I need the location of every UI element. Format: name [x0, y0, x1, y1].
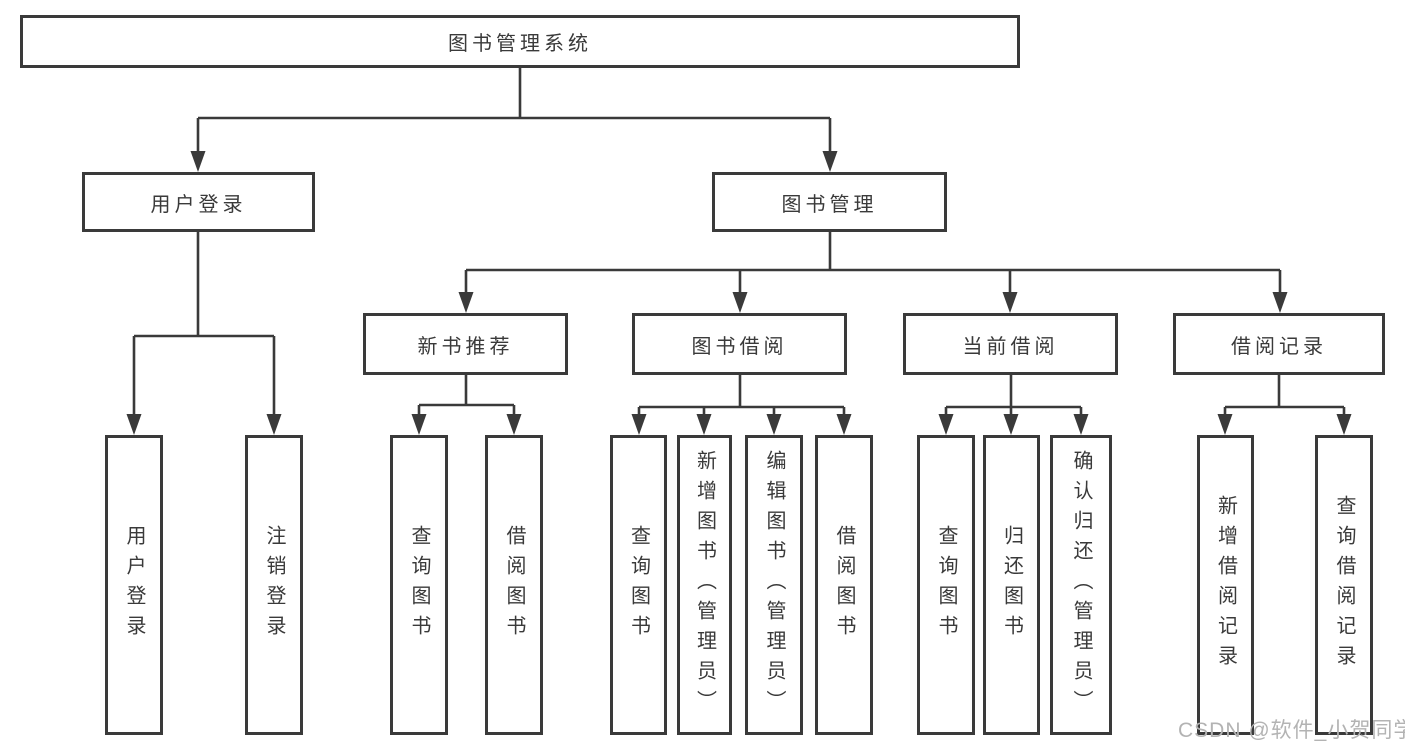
leaf-borrow-books-1: 借阅图书: [485, 435, 543, 735]
leaf-add-borrow-record: 新增借阅记录: [1197, 435, 1254, 735]
leaf-confirm-return-admin: 确认归还（管理员）: [1050, 435, 1112, 735]
leaf-return-books: 归还图书: [983, 435, 1040, 735]
node-current-borrowing: 当前借阅: [903, 313, 1118, 375]
node-borrowing-records: 借阅记录: [1173, 313, 1385, 375]
csdn-watermark: CSDN @软件_小贺同学: [1178, 719, 1405, 742]
leaf-logout: 注销登录: [245, 435, 303, 735]
node-user-login: 用户登录: [82, 172, 315, 232]
node-book-management: 图书管理: [712, 172, 947, 232]
leaf-query-books-2: 查询图书: [610, 435, 667, 735]
leaf-query-books-3: 查询图书: [917, 435, 975, 735]
node-new-book-recommend: 新书推荐: [363, 313, 568, 375]
leaf-add-books-admin: 新增图书（管理员）: [677, 435, 732, 735]
node-book-borrowing: 图书借阅: [632, 313, 847, 375]
leaf-edit-books-admin: 编辑图书（管理员）: [745, 435, 803, 735]
leaf-query-books-1: 查询图书: [390, 435, 448, 735]
node-library-system: 图书管理系统: [20, 15, 1020, 68]
leaf-borrow-books-2: 借阅图书: [815, 435, 873, 735]
leaf-user-login: 用户登录: [105, 435, 163, 735]
leaf-query-borrow-record: 查询借阅记录: [1315, 435, 1373, 735]
